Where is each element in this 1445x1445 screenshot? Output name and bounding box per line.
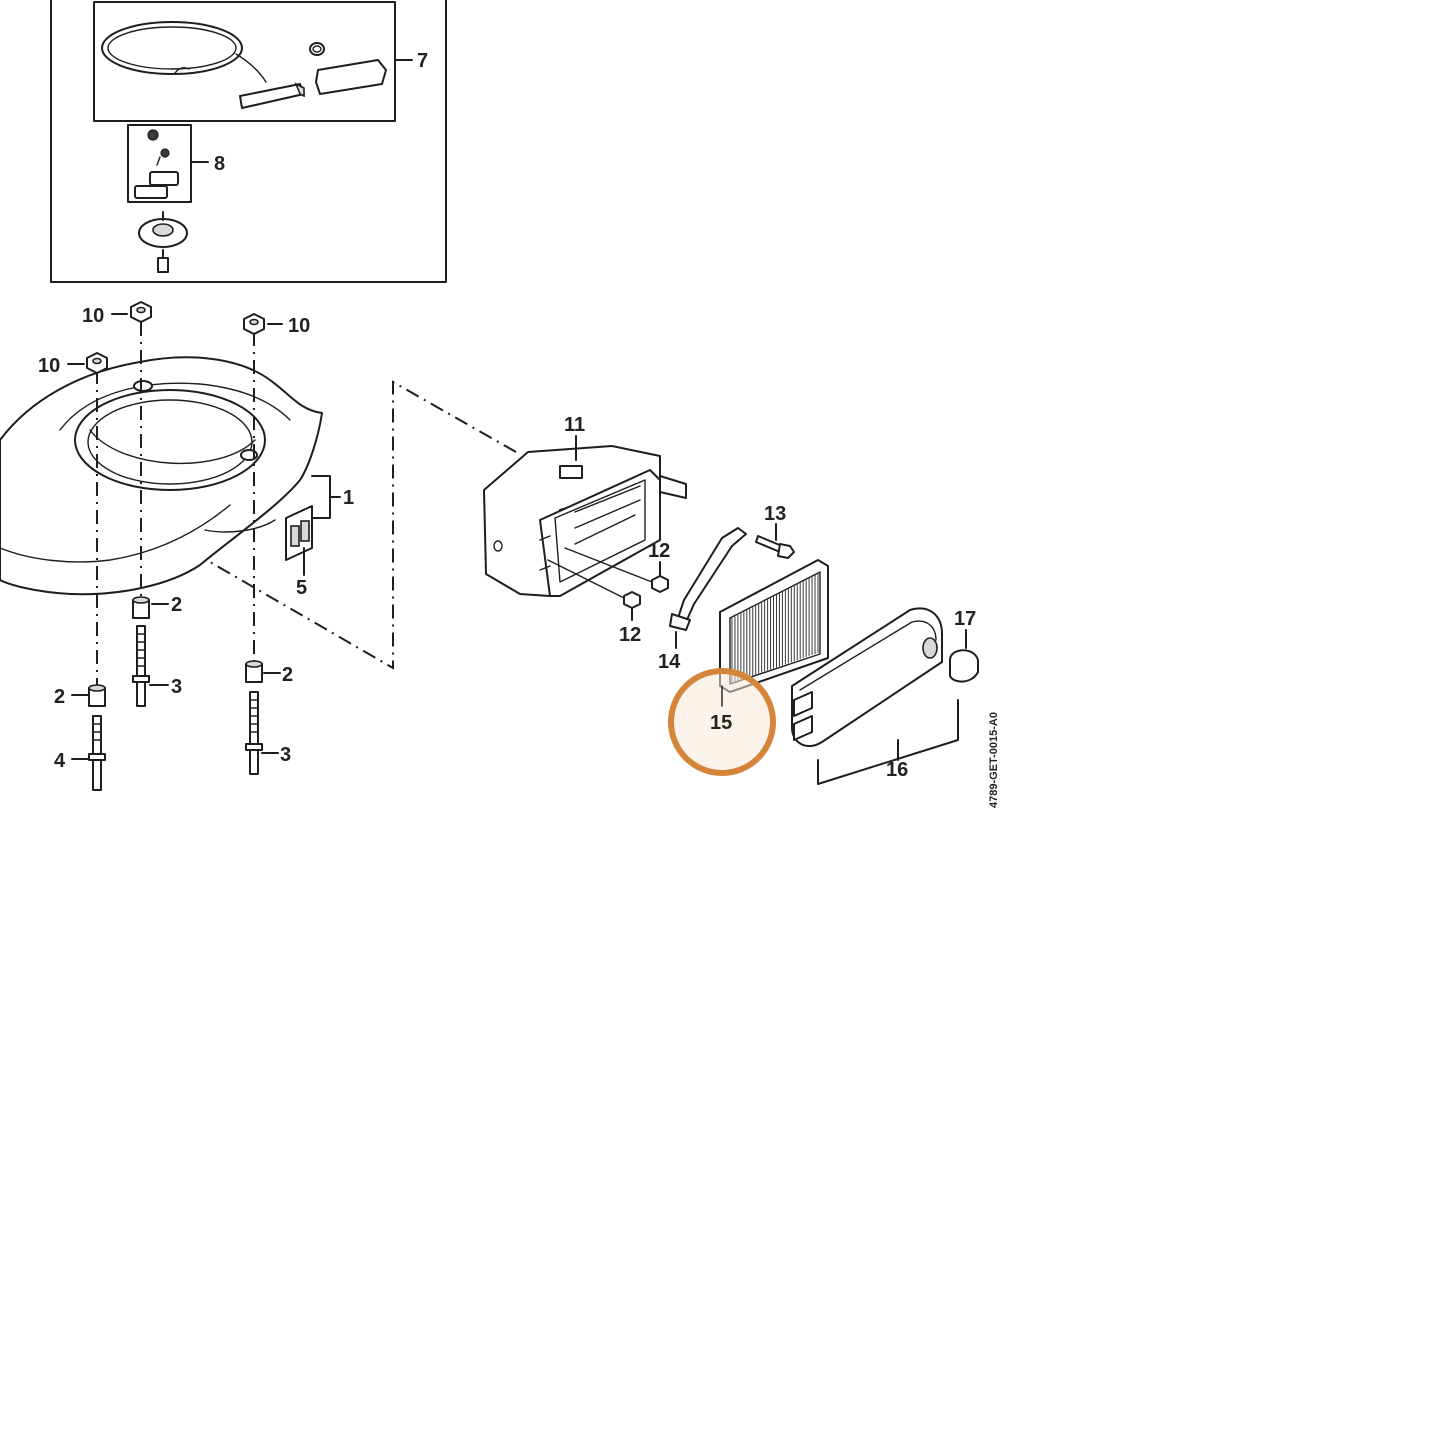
air-filter-base <box>483 435 687 597</box>
callout-10-right[interactable]: 10 <box>288 315 310 337</box>
air-filter-element <box>719 559 829 693</box>
choke-lever <box>669 527 747 649</box>
bolt-13 <box>755 523 795 559</box>
nut-10-center <box>130 301 152 323</box>
housing-leader-lines <box>67 313 341 690</box>
callout-10-left[interactable]: 10 <box>38 355 60 377</box>
spacer-2-left <box>71 684 106 707</box>
cover-knob <box>949 629 979 683</box>
callout-4[interactable]: 4 <box>54 750 66 772</box>
nut-12-lower <box>547 559 641 621</box>
starter-grip <box>309 42 387 95</box>
callout-12-upper[interactable]: 12 <box>648 540 670 562</box>
callout-7[interactable]: 7 <box>417 50 428 72</box>
stud-3-right <box>245 691 279 775</box>
stud-4 <box>71 715 106 791</box>
nut-12-upper <box>564 547 669 593</box>
filter-cover <box>791 607 959 785</box>
callout-11[interactable]: 11 <box>564 414 585 436</box>
callout-17[interactable]: 17 <box>954 608 976 630</box>
nut-10-left <box>86 352 108 374</box>
callout-1[interactable]: 1 <box>343 487 354 509</box>
starter-kit-frame <box>50 0 447 283</box>
callout-16[interactable]: 16 <box>886 759 908 781</box>
spacer-2-center <box>132 596 169 619</box>
spacer-2-right <box>245 660 281 683</box>
callout-2-right[interactable]: 2 <box>282 664 293 686</box>
callout-2-left[interactable]: 2 <box>54 686 65 708</box>
callout-12-lower[interactable]: 12 <box>619 624 641 646</box>
callout-5[interactable]: 5 <box>296 577 307 599</box>
callout-10-center[interactable]: 10 <box>82 305 104 327</box>
callout-3-center[interactable]: 3 <box>171 676 182 698</box>
highlight-ring <box>668 668 776 776</box>
callout-3-right[interactable]: 3 <box>280 744 291 766</box>
callout-13[interactable]: 13 <box>764 503 786 525</box>
retaining-clip <box>285 505 313 561</box>
nut-10-right <box>243 313 265 335</box>
callout-15[interactable]: 15 <box>710 712 732 734</box>
callout-2-center[interactable]: 2 <box>171 594 182 616</box>
stud-3-center <box>132 625 169 707</box>
drawing-code: 4789-GET-0015-A0 <box>988 712 1000 808</box>
fan-housing <box>0 356 323 596</box>
pawl-kit <box>134 129 188 273</box>
callout-8[interactable]: 8 <box>214 153 225 175</box>
starter-rope <box>101 21 305 109</box>
assembly-boundary <box>209 380 517 670</box>
callout-14[interactable]: 14 <box>658 651 681 673</box>
